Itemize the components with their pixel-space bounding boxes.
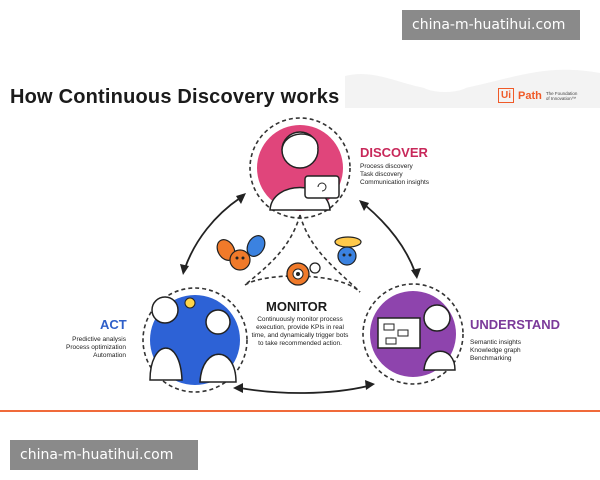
watermark-bottom: china-m-huatihui.com xyxy=(10,440,198,470)
monitor-title: MONITOR xyxy=(266,299,328,314)
page-title: How Continuous Discovery works xyxy=(10,86,340,108)
watermark-top: china-m-huatihui.com xyxy=(402,10,580,40)
logo-box: Ui xyxy=(498,88,514,103)
cycle-arrows xyxy=(184,197,416,394)
understand-title: UNDERSTAND xyxy=(470,317,561,332)
discover-title: DISCOVER xyxy=(360,145,428,160)
arrow-act-to-discover xyxy=(184,197,241,269)
arrow-discover-to-understand xyxy=(364,204,416,273)
act-items: Predictive analysis Process optimization… xyxy=(40,336,126,360)
discover-item: Communication insights xyxy=(360,179,430,186)
act-illustration xyxy=(149,295,240,385)
act-item: Process optimization xyxy=(66,344,126,351)
monitor-bot-icon xyxy=(286,262,321,286)
logo-word: Path xyxy=(518,89,542,102)
understand-item: Knowledge graph xyxy=(470,347,521,354)
discover-illustration xyxy=(257,125,343,211)
decorative-wave xyxy=(345,69,600,108)
understand-item: Benchmarking xyxy=(470,355,512,362)
discover-item: Task discovery xyxy=(360,171,403,178)
understand-item: Semantic insights xyxy=(470,339,521,346)
act-item: Automation xyxy=(93,352,126,359)
uipath-logo: Ui Path The Foundation of Innovation™ xyxy=(498,88,580,103)
orange-bee-bot-icon xyxy=(216,235,266,271)
monitor-description: Continuously monitor process execution, … xyxy=(251,316,349,347)
act-title: ACT xyxy=(100,317,127,332)
discover-items: Process discovery Task discovery Communi… xyxy=(360,163,429,187)
arrow-understand-act xyxy=(239,385,369,394)
arrow-heads xyxy=(180,193,421,393)
logo-tagline: The Foundation of Innovation™ xyxy=(545,90,578,101)
blue-bee-bot-icon xyxy=(334,236,362,266)
act-item: Predictive analysis xyxy=(72,336,126,343)
accent-divider xyxy=(0,410,600,412)
understand-items: Semantic insights Knowledge graph Benchm… xyxy=(470,339,521,363)
discover-item: Process discovery xyxy=(360,163,413,170)
understand-illustration xyxy=(370,291,456,377)
